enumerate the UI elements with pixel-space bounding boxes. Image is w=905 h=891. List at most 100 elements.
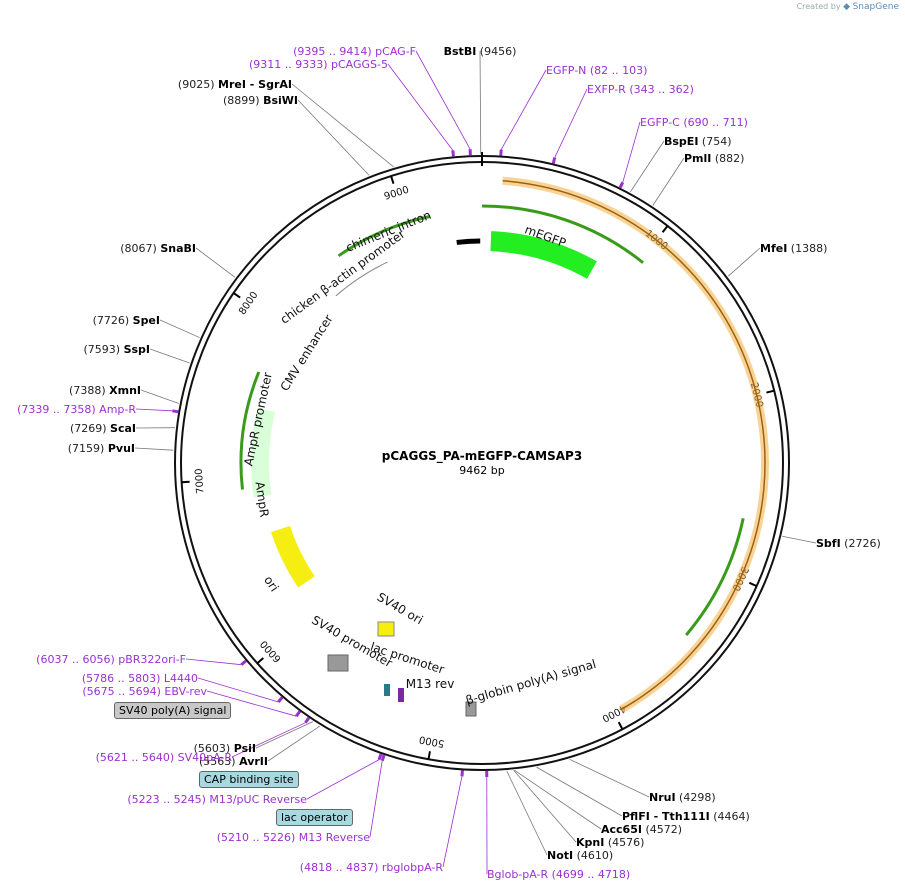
- primer-label[interactable]: (6037 .. 6056) pBR322ori-F: [36, 653, 186, 666]
- cmv-enhancer-arrow[interactable]: [335, 261, 388, 297]
- site-leader: [149, 348, 190, 364]
- site-leader: [629, 140, 665, 193]
- primer-leader: [231, 722, 306, 758]
- primer-label[interactable]: (5675 .. 5694) EBV-rev: [82, 685, 207, 698]
- orf-arrow-left[interactable]: [239, 371, 261, 490]
- restriction-site-label[interactable]: (7159) PvuI: [68, 442, 135, 455]
- tick-mark: [390, 175, 395, 184]
- orf-arrow-top[interactable]: [481, 204, 645, 264]
- restriction-site-label[interactable]: (7269) ScaI: [70, 422, 136, 435]
- feature-label-ori: ori: [261, 573, 281, 594]
- restriction-site-label[interactable]: Acc65I (4572): [601, 823, 682, 836]
- primer-label[interactable]: (5210 .. 5226) M13 Reverse: [217, 831, 370, 844]
- feature-label-chicken-actin: chicken β-actin promoter: [278, 227, 408, 327]
- site-leader: [195, 247, 236, 278]
- restriction-site-label[interactable]: SbfI (2726): [816, 537, 881, 550]
- restriction-site-label[interactable]: PmlI (882): [684, 152, 744, 165]
- primer-label[interactable]: (5621 .. 5640) SV40pA-R: [96, 751, 233, 764]
- primer-label[interactable]: (5223 .. 5245) M13/pUC Reverse: [127, 793, 307, 806]
- orf-arrow-chimeric[interactable]: [337, 214, 431, 258]
- site-leader: [506, 770, 548, 856]
- cap-binding-site-box[interactable]: CAP binding site: [199, 771, 299, 788]
- site-leader: [727, 247, 761, 277]
- tick-mark: [766, 389, 775, 394]
- restriction-site-label[interactable]: (8067) SnaBI: [120, 242, 196, 255]
- tick-label: 9000: [383, 185, 411, 203]
- primer-leader: [500, 69, 547, 150]
- tick-mark: [181, 480, 190, 484]
- primer-leader: [206, 690, 297, 717]
- restriction-site-label[interactable]: (7593) SspI: [83, 343, 150, 356]
- site-leader: [513, 770, 577, 843]
- orf-arrow-right[interactable]: [685, 518, 745, 637]
- ori-arrow[interactable]: [271, 525, 315, 588]
- tick-mark: [427, 751, 431, 760]
- primer-mark: [277, 696, 284, 703]
- site-leader: [536, 766, 623, 817]
- primer-label[interactable]: (5786 .. 5803) L4440: [82, 672, 198, 685]
- primer-label[interactable]: (7339 .. 7358) Amp-R: [17, 403, 136, 416]
- primer-label[interactable]: EXFP-R (343 .. 362): [587, 83, 694, 96]
- primer-label[interactable]: (4818 .. 4837) rbglobpA-R: [300, 861, 444, 874]
- restriction-site-label[interactable]: BstBI (9456): [444, 45, 517, 58]
- site-leader: [652, 157, 685, 206]
- primer-mark: [451, 150, 455, 157]
- snapgene-logo-icon: ◆: [843, 2, 851, 12]
- sv40-promoter-box[interactable]: [327, 654, 349, 672]
- bglobin-box[interactable]: [465, 701, 477, 717]
- feature-label-ampr: AmpR: [253, 481, 272, 518]
- restriction-site-label[interactable]: BspEI (754): [664, 135, 732, 148]
- restriction-site-label[interactable]: PflFI - Tth111I (4464): [622, 810, 750, 823]
- primer-label[interactable]: (9311 .. 9333) pCAGGS-5: [249, 58, 388, 71]
- primer-label[interactable]: EGFP-C (690 .. 711): [640, 116, 748, 129]
- lac-operator-box[interactable]: lac operator: [276, 809, 353, 826]
- primer-mark: [240, 659, 247, 666]
- sv40-polya-box[interactable]: SV40 poly(A) signal: [114, 702, 232, 719]
- primer-mark: [380, 754, 386, 762]
- tick-label: 5000: [418, 733, 445, 748]
- feature-label-sv40-promoter: SV40 promoter: [309, 613, 395, 670]
- site-leader: [514, 769, 602, 830]
- restriction-site-label[interactable]: MfeI (1388): [760, 242, 827, 255]
- backbone-inner: [180, 161, 784, 765]
- credit-brand: SnapGene: [852, 2, 899, 12]
- primer-label[interactable]: EGFP-N (82 .. 103): [546, 64, 647, 77]
- tick-mark: [661, 225, 669, 233]
- site-leader: [267, 725, 321, 762]
- primer-leader: [185, 658, 242, 666]
- primer-mark: [551, 157, 557, 164]
- restriction-site-label[interactable]: NruI (4298): [649, 791, 716, 804]
- primer-mark: [377, 753, 383, 761]
- cds-halo: [502, 176, 769, 714]
- tick-label: 6000: [259, 638, 284, 664]
- primer-leader: [306, 759, 380, 800]
- primer-leader: [442, 776, 463, 868]
- restriction-site-label[interactable]: (5563) AvrII: [199, 755, 268, 768]
- tick-label: 8000: [237, 290, 260, 317]
- site-leader: [159, 319, 200, 338]
- cds-arc[interactable]: [502, 180, 766, 711]
- plasmid-name: pCAGGS_PA-mEGFP-CAMSAP3: [382, 449, 582, 464]
- restriction-site-label[interactable]: (7726) SpeI: [93, 314, 160, 327]
- tick-mark: [617, 721, 624, 730]
- sv40-ori-box[interactable]: [377, 621, 395, 637]
- restriction-site-label[interactable]: (7388) XmnI: [69, 384, 141, 397]
- site-leader: [297, 99, 370, 176]
- restriction-site-label[interactable]: (9025) MreI - SgrAI: [178, 78, 292, 91]
- megfp-arrow[interactable]: [490, 231, 597, 279]
- ampr-arrow[interactable]: [251, 407, 276, 498]
- primer-leader: [197, 677, 279, 703]
- restriction-site-label[interactable]: (5603) PsiI: [194, 742, 256, 755]
- restriction-site-label[interactable]: KpnI (4576): [576, 836, 644, 849]
- restriction-site-label[interactable]: NotI (4610): [547, 849, 613, 862]
- site-leader: [569, 758, 650, 798]
- primer-label[interactable]: Bglob-pA-R (4699 .. 4718): [487, 868, 630, 881]
- restriction-site-label[interactable]: (8899) BsiWI: [223, 94, 298, 107]
- site-leader: [479, 50, 482, 155]
- primer-leader: [554, 88, 588, 158]
- lac-operator-mark: [384, 684, 390, 696]
- primer-mark: [172, 409, 179, 414]
- intron-segment: [456, 238, 481, 245]
- primer-label[interactable]: (9395 .. 9414) pCAG-F: [293, 45, 416, 58]
